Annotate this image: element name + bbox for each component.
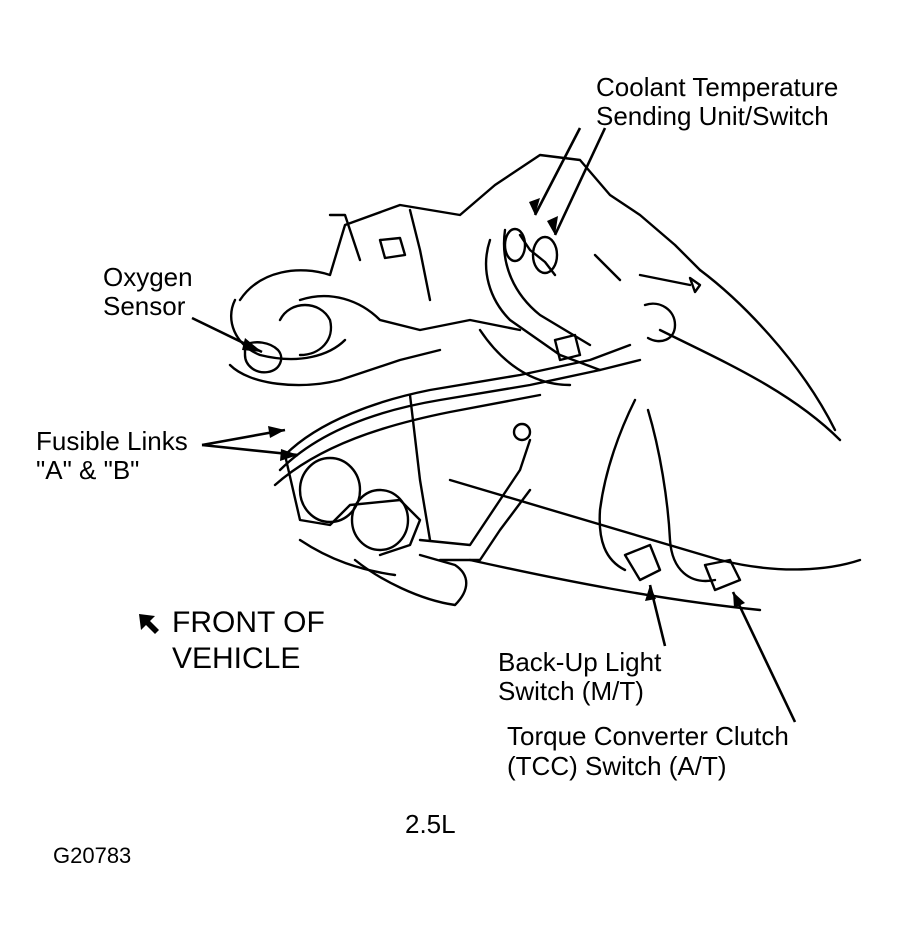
oxygen-sensor-label-line1: Oxygen [103,262,193,292]
tcc-switch-label-line1: Torque Converter Clutch [507,721,789,751]
backup-light-label-line1: Back-Up Light [498,647,662,677]
engine-size-label: 2.5L [405,809,456,839]
backup-light-label-line2: Switch (M/T) [498,676,644,706]
front-of-vehicle-label-line2: VEHICLE [172,642,301,675]
coolant-sensor-label-line2: Sending Unit/Switch [596,101,829,131]
coolant-sensor-label-line1: Coolant Temperature [596,72,839,102]
figure-id-label: G20783 [53,843,132,868]
front-of-vehicle-label-line1: FRONT OF [172,606,325,639]
fusible-links-label-line2: "A" & "B" [36,455,140,485]
fusible-links-label-line1: Fusible Links [36,426,188,456]
oxygen-sensor-label-line2: Sensor [103,291,186,321]
arrow-up-left-icon [139,614,159,634]
tcc-switch-label-line2: (TCC) Switch (A/T) [507,751,727,781]
